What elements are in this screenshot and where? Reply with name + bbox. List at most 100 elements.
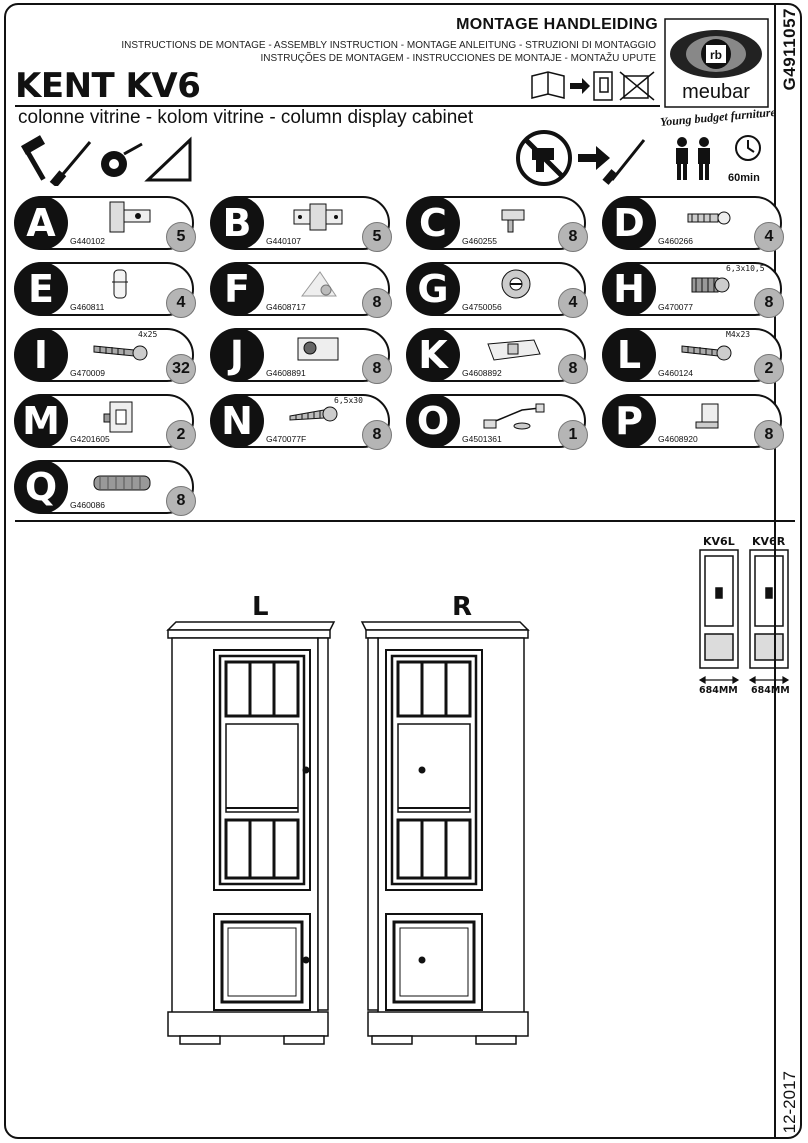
mini-left-width: 684MM	[699, 685, 738, 696]
assembly-time: 60min	[728, 172, 760, 184]
part-letter: B	[210, 196, 264, 250]
part-quantity: 8	[558, 222, 588, 252]
manual-subtitle-line1: INSTRUCTIONS DE MONTAGE - ASSEMBLY INSTR…	[121, 40, 656, 51]
part-spec: M4x23	[726, 330, 751, 339]
part-quantity: 8	[754, 420, 784, 450]
part-code: G4608891	[266, 368, 306, 378]
magnetic-catch-icon	[103, 401, 133, 433]
part-letter: G	[406, 262, 460, 316]
part-letter: N	[210, 394, 264, 448]
hinge-plate-icon	[293, 203, 343, 231]
arrow-right-icon	[578, 146, 610, 170]
part-quantity: 8	[558, 354, 588, 384]
arrow-right-icon	[570, 78, 590, 94]
clock-icon	[735, 135, 761, 161]
part-quantity: 8	[754, 288, 784, 318]
corner-bracket-icon	[301, 271, 337, 297]
part-code: G4608717	[266, 302, 306, 312]
part-code: G470077	[658, 302, 693, 312]
part-letter: H	[602, 262, 656, 316]
part-quantity: 4	[558, 288, 588, 318]
part-quantity: 5	[166, 222, 196, 252]
part-code: G460266	[658, 236, 693, 246]
screwdriver-icon	[602, 139, 646, 185]
mini-right-width: 684MM	[751, 685, 790, 696]
part-quantity: 8	[166, 486, 196, 516]
part-code: G4608920	[658, 434, 698, 444]
mini-cabinet-diagrams	[698, 549, 790, 685]
part-code: G440102	[70, 236, 105, 246]
machine-screw-icon	[681, 345, 732, 361]
part-code: G4201605	[70, 434, 110, 444]
wood-screw-icon	[93, 345, 148, 361]
binder-icon	[593, 71, 613, 101]
read-manual-icons	[531, 71, 655, 101]
door-knob-icon	[418, 956, 426, 964]
part-code: G470009	[70, 368, 105, 378]
long-screw-icon	[289, 406, 338, 422]
part-quantity: 1	[558, 420, 588, 450]
part-letter: A	[14, 196, 68, 250]
connector-block-icon	[297, 337, 339, 361]
product-name: KENT KV6	[15, 66, 201, 106]
cabinet-illustrations	[166, 620, 530, 1046]
meubar-logo: rb meubar	[664, 18, 769, 108]
part-quantity: 4	[166, 288, 196, 318]
mini-cabinet-left	[699, 549, 739, 669]
part-letter: D	[602, 196, 656, 250]
mini-right-label: KV6R	[752, 535, 786, 548]
mini-cabinet-right	[749, 549, 789, 669]
part-code: G4501361	[462, 434, 502, 444]
manual-title: MONTAGE HANDLEIDING	[456, 16, 658, 33]
part-spec: 6,3x10,5	[726, 264, 765, 273]
plastic-dowel-icon	[112, 269, 128, 299]
hammer-icon	[20, 135, 46, 181]
part-letter: I	[14, 328, 68, 382]
document-code: G4911057	[780, 8, 799, 91]
side-strip	[774, 3, 804, 1139]
part-letter: E	[14, 262, 68, 316]
part-letter: Q	[14, 460, 68, 514]
part-code: G470077F	[266, 434, 307, 444]
cam-lock-icon	[501, 269, 531, 299]
no-power-drill-icon	[516, 130, 572, 186]
hinge-icon	[109, 201, 151, 233]
part-letter: M	[14, 394, 68, 448]
set-square-icon	[144, 136, 192, 182]
part-quantity: 2	[754, 354, 784, 384]
part-code: G460811	[70, 302, 105, 312]
part-quantity: 32	[166, 354, 196, 384]
header-underline	[15, 105, 660, 107]
part-quantity: 8	[362, 354, 392, 384]
part-letter: L	[602, 328, 656, 382]
tools-required: +	[20, 135, 192, 186]
no-disposal-icon	[619, 71, 655, 101]
page-frame	[4, 3, 802, 1139]
cabinet-left-label: L	[252, 592, 269, 622]
cabinet-right-label: R	[452, 592, 473, 622]
mini-left-label: KV6L	[703, 535, 735, 548]
dimension-arrows	[698, 675, 790, 685]
part-quantity: 8	[362, 288, 392, 318]
door-knob-icon	[418, 766, 426, 774]
svg-text:+: +	[52, 178, 58, 186]
part-code: G4750056	[462, 302, 502, 312]
manual-subtitle-line2: INSTRUÇÕES DE MONTAGEM - INSTRUCCIONES D…	[260, 53, 656, 64]
part-quantity: 4	[754, 222, 784, 252]
part-code: G4608892	[462, 368, 502, 378]
connector-cover-icon	[487, 339, 541, 361]
document-date: 12-2017	[780, 1070, 799, 1133]
part-quantity: 8	[362, 420, 392, 450]
logo-monogram: rb	[710, 48, 722, 62]
part-letter: O	[406, 394, 460, 448]
